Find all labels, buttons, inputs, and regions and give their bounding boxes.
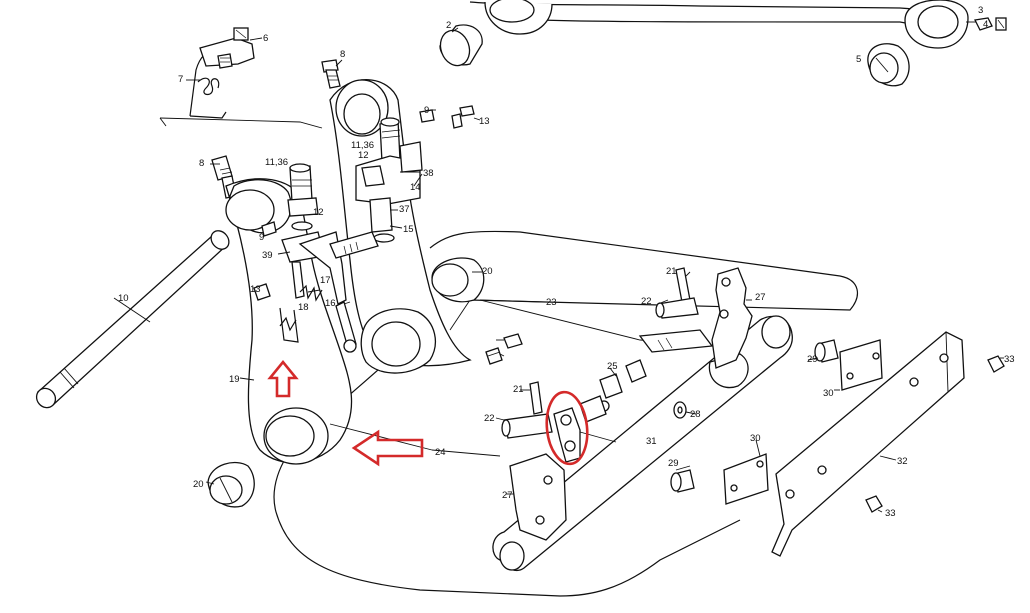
red-left-arrow-icon: [351, 429, 424, 467]
nut-4-top: [966, 17, 993, 31]
screws-9-13: [253, 105, 475, 301]
callout-label: 22: [484, 413, 495, 424]
callout-label: 17: [320, 275, 331, 286]
spring-assembly-6-7: [189, 27, 255, 119]
callout-label: 33: [1004, 354, 1015, 365]
bracket-27-upper: [711, 267, 753, 369]
red-up-arrow-icon: [267, 359, 299, 398]
callout-label: 12: [358, 150, 369, 161]
callout-labels: 23456788991011,3611,36121213131415161718…: [118, 5, 1015, 519]
spacer-plates-30: [723, 339, 883, 505]
callout-label: 31: [646, 436, 657, 447]
lever-19: [225, 178, 353, 465]
screw-3-top: [995, 17, 1007, 31]
callout-label: 15: [403, 224, 414, 235]
callout-label: 3: [978, 5, 983, 16]
callout-label: 9: [424, 105, 429, 116]
callout-label: 30: [823, 388, 834, 399]
callout-label: 21: [666, 266, 677, 277]
valve-assembly-right: [329, 117, 423, 259]
callout-label: 19: [229, 374, 240, 385]
spacers-29: [670, 339, 839, 493]
callout-label: 11,36: [265, 157, 288, 168]
pins-21-22: [501, 267, 699, 439]
callout-label: 25: [607, 361, 618, 372]
clevis-highlighted: [553, 407, 581, 463]
bolt-3-4: [485, 333, 523, 365]
rod-23: [479, 299, 714, 353]
shaft-10: [35, 230, 230, 409]
callout-label: 13: [250, 284, 261, 295]
springs-group: [279, 284, 323, 332]
callout-label: 13: [479, 116, 490, 127]
callout-label: 8: [340, 49, 345, 60]
screw-8-upper: [321, 59, 341, 89]
callout-label: 14: [410, 182, 421, 193]
callout-label: 28: [690, 409, 701, 420]
callout-label: 29: [668, 458, 679, 469]
callout-label: 24: [435, 447, 446, 458]
bushing-5: [867, 43, 910, 87]
callout-label: 8: [199, 158, 204, 169]
callout-label: 6: [263, 33, 268, 44]
callout-label: 18: [298, 302, 309, 313]
callout-label: 21: [513, 384, 524, 395]
bushing-20-center: [431, 257, 485, 303]
washer-28: [673, 401, 687, 419]
callout-label: 37: [399, 204, 410, 215]
callout-label: 27: [502, 490, 513, 501]
callout-label: 12: [313, 207, 324, 218]
callout-label: 29: [807, 354, 818, 365]
callout-label: 32: [897, 456, 908, 467]
callout-label: 20: [482, 266, 493, 277]
bracket-27-lower: [509, 453, 567, 541]
clamps-25: [579, 359, 647, 423]
callout-label: 38: [423, 168, 434, 179]
red-annotations: [267, 359, 589, 467]
callout-label: 23: [546, 297, 557, 308]
red-ellipse-highlight-icon: [545, 390, 589, 466]
callout-label: 5: [856, 54, 861, 65]
bushing-20-left: [207, 461, 255, 508]
callout-label: 39: [262, 250, 273, 261]
callout-label: 33: [885, 508, 896, 519]
callout-label: 27: [755, 292, 766, 303]
callout-label: 30: [750, 433, 761, 444]
callout-label: 11,36: [351, 140, 374, 151]
callout-label: 2: [446, 20, 451, 31]
lever-central: [329, 79, 472, 374]
callout-label: 9: [259, 232, 264, 243]
shaft-31: [492, 315, 793, 572]
callout-label: 22: [641, 296, 652, 307]
leader-lines: [113, 37, 1004, 513]
upper-rocker-arm: [469, 0, 969, 49]
callout-label: 7: [178, 74, 183, 85]
nuts-33: [865, 355, 1005, 513]
plate-32: [771, 331, 965, 557]
callout-label: 10: [118, 293, 129, 304]
callout-label: 16: [325, 298, 336, 309]
callout-label: 4: [983, 19, 988, 30]
callout-label: 20: [193, 479, 204, 490]
bushing-2: [439, 24, 483, 67]
